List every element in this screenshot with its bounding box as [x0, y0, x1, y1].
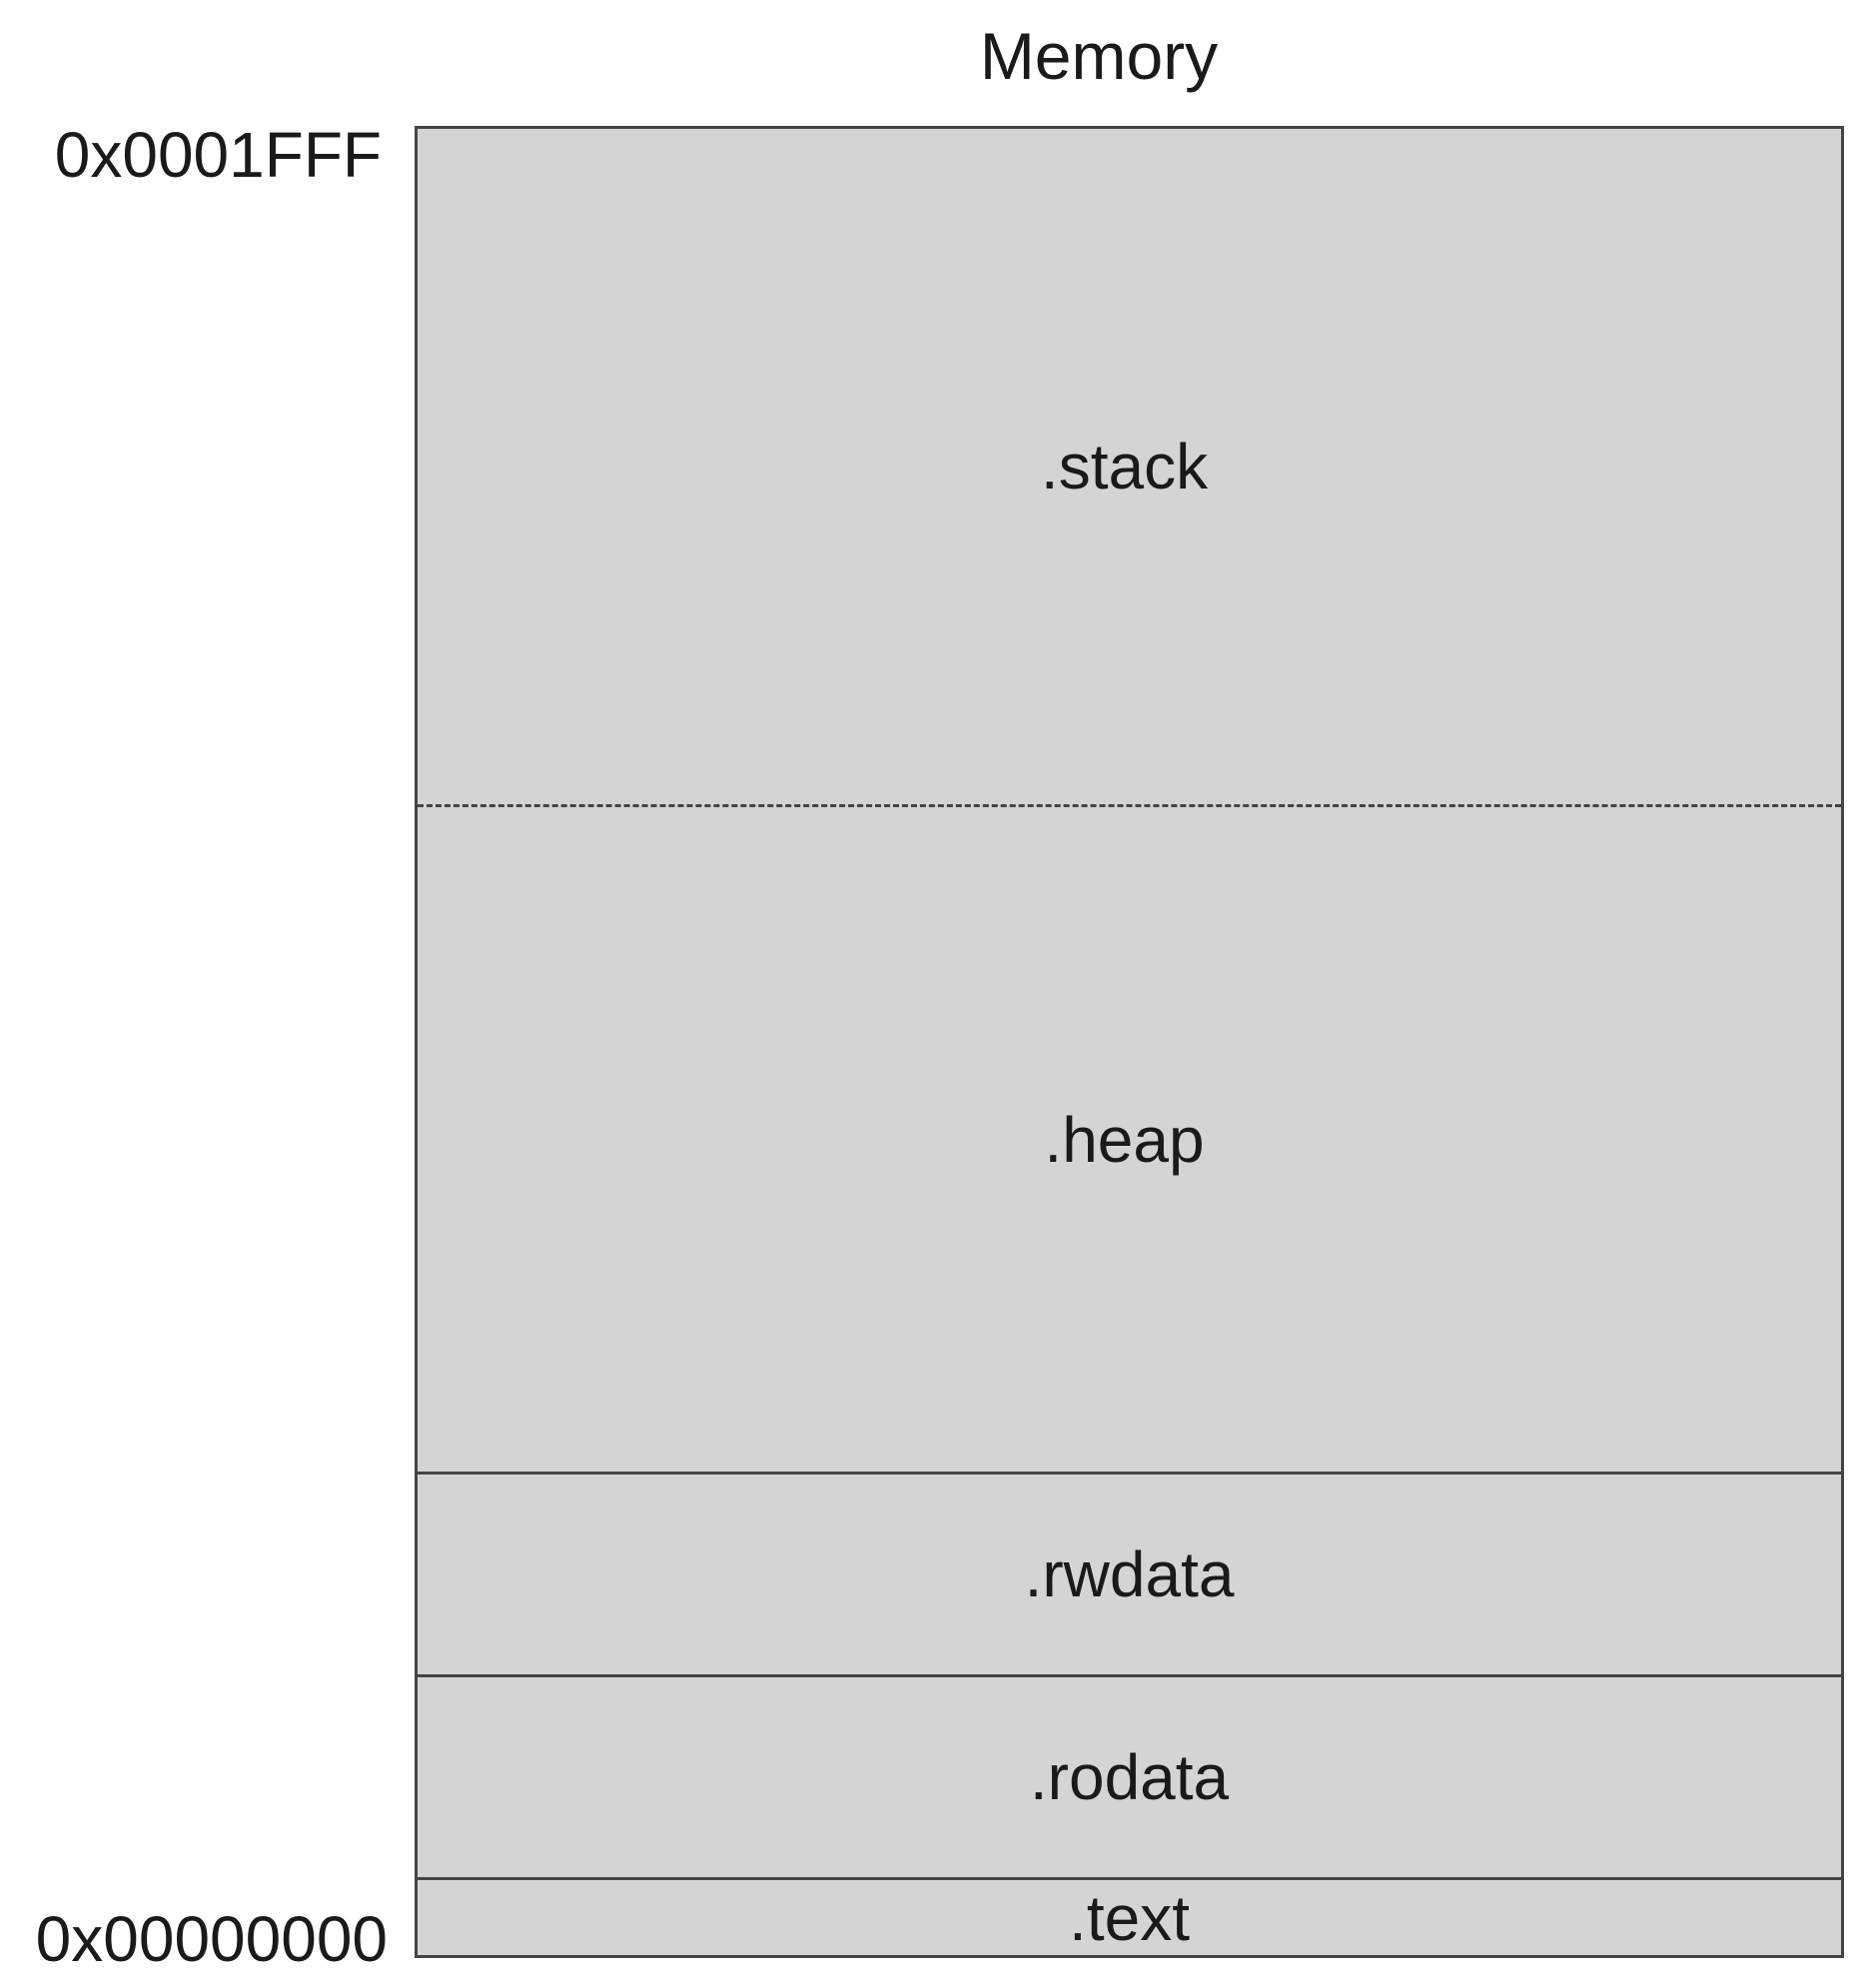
- segment-text: .text: [418, 1880, 1841, 1955]
- memory-map: .stack .heap .rwdata .rodata .text: [415, 126, 1844, 1958]
- diagram-title-text: Memory: [979, 19, 1219, 93]
- segment-rodata-label: .rodata: [1029, 1741, 1230, 1813]
- segment-stack-label: .stack: [1040, 431, 1209, 502]
- address-bottom-label: 0x00000000: [35, 1903, 388, 1975]
- segment-heap: .heap: [418, 807, 1841, 1475]
- address-top-label: 0x0001FFF: [54, 119, 382, 191]
- segment-rwdata-label: .rwdata: [1024, 1538, 1235, 1610]
- segment-heap-label: .heap: [1044, 1103, 1205, 1176]
- segment-stack: .stack: [418, 129, 1841, 807]
- segment-text-label: .text: [1069, 1881, 1190, 1954]
- diagram-title: Memory: [0, 18, 1868, 94]
- segment-rodata: .rodata: [418, 1677, 1841, 1880]
- segment-rwdata: .rwdata: [418, 1475, 1841, 1677]
